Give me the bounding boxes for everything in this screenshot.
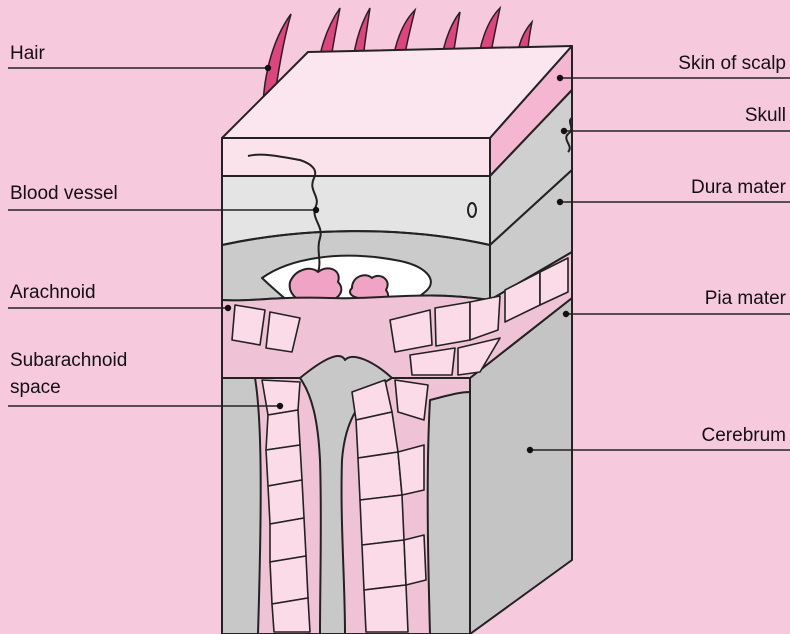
label-subarachnoid-line2: space <box>10 376 61 400</box>
label-skin-of-scalp: Skin of scalp <box>678 52 786 76</box>
label-skull: Skull <box>745 104 786 128</box>
label-blood-vessel: Blood vessel <box>10 182 118 206</box>
label-pia-mater: Pia mater <box>705 287 786 311</box>
label-dura-mater: Dura mater <box>691 176 786 200</box>
label-arachnoid: Arachnoid <box>10 281 96 305</box>
label-cerebrum: Cerebrum <box>702 424 786 448</box>
label-hair: Hair <box>10 42 45 66</box>
label-subarachnoid-line1: Subarachnoid <box>10 349 127 373</box>
